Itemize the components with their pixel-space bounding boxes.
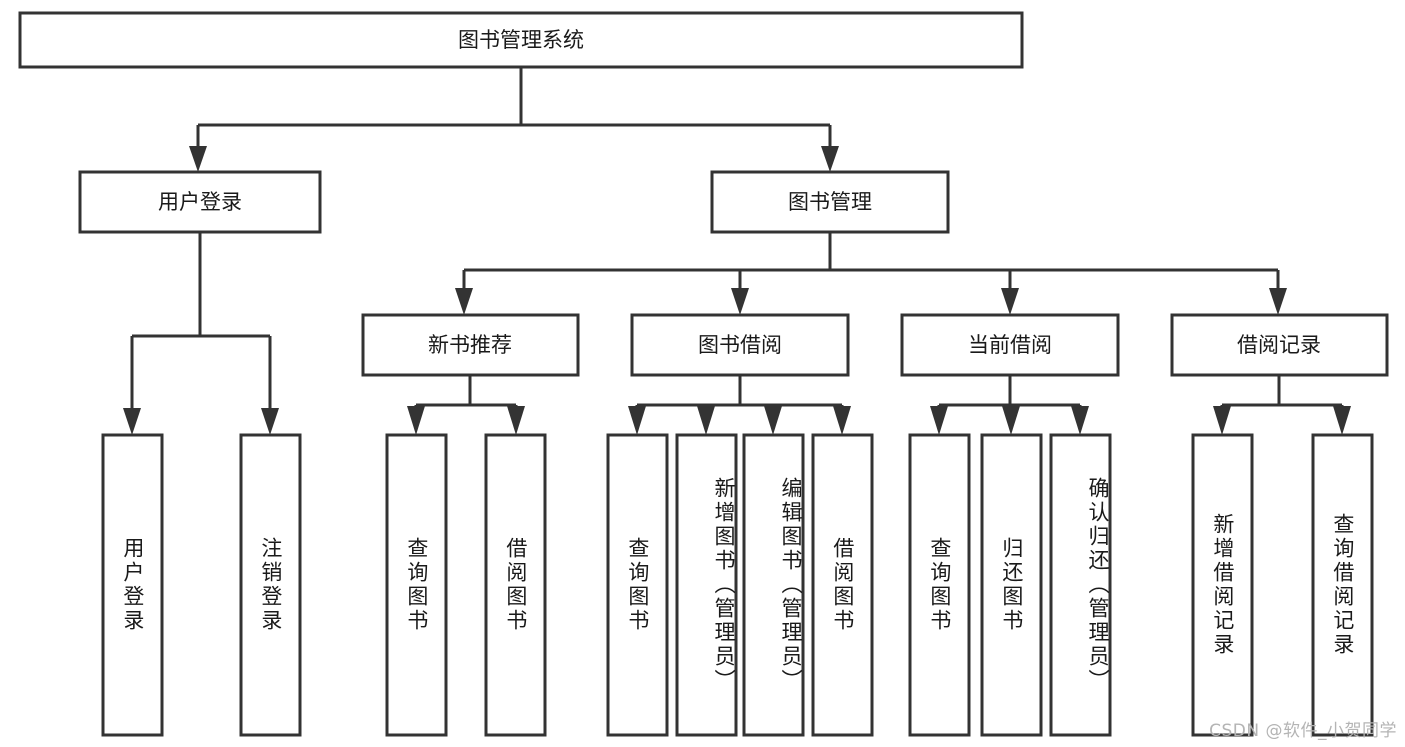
- node-leaf-query-book-current-box[interactable]: [908, 433, 971, 737]
- arrow-head-book-borrow: [731, 288, 749, 315]
- node-book-borrow[interactable]: 图书借阅: [630, 313, 850, 377]
- arrow-head-borrow-record: [1269, 288, 1287, 315]
- node-leaf-user-login-box[interactable]: [101, 433, 164, 737]
- connector-group-book-borrow-to-leaves: [628, 375, 851, 435]
- arrow-head-user-login: [189, 146, 207, 172]
- node-root[interactable]: 图书管理系统: [18, 11, 1024, 69]
- arrow-head-book-manage: [821, 146, 839, 172]
- node-leaf-query-book-recommend-box[interactable]: [385, 433, 448, 737]
- node-root-box: [18, 11, 1024, 69]
- node-leaf-user-logout-box[interactable]: [239, 433, 302, 737]
- node-leaf-edit-book-box[interactable]: [742, 433, 805, 737]
- node-root-label: 图书管理系统: [458, 28, 584, 52]
- arrow-head-leaf-query-borrow-record: [1333, 406, 1351, 435]
- node-borrow-record[interactable]: 借阅记录: [1170, 313, 1389, 377]
- node-book-manage[interactable]: 图书管理: [710, 170, 950, 234]
- node-borrow-record-box: [1170, 313, 1389, 377]
- node-leaf-add-book-box[interactable]: [675, 433, 738, 737]
- node-leaf-confirm-return-box[interactable]: [1049, 433, 1112, 737]
- node-borrow-record-label: 借阅记录: [1237, 333, 1321, 357]
- arrow-head-leaf-return-book: [1002, 406, 1020, 435]
- csdn-watermark: CSDN @软件_小贺同学: [1209, 721, 1397, 741]
- arrow-head-current-borrow: [1001, 288, 1019, 315]
- arrow-head-leaf-user-login: [123, 408, 141, 435]
- arrow-head-leaf-query-book-recommend: [407, 406, 425, 435]
- arrow-head-leaf-add-book: [697, 406, 715, 435]
- connector-group-new-book-recommend-to-leaves: [407, 375, 525, 435]
- arrow-head-leaf-query-book-current: [930, 406, 948, 435]
- arrow-head-leaf-edit-book: [764, 406, 782, 435]
- arrow-head-leaf-add-borrow-record: [1213, 406, 1231, 435]
- arrow-head-leaf-borrow-book: [833, 406, 851, 435]
- node-current-borrow-label: 当前借阅: [968, 333, 1052, 357]
- node-user-login-box: [78, 170, 322, 234]
- node-book-borrow-box: [630, 313, 850, 377]
- node-book-borrow-label: 图书借阅: [698, 333, 782, 357]
- arrow-head-leaf-query-book-borrow: [628, 406, 646, 435]
- node-new-book-recommend-box: [361, 313, 580, 377]
- arrow-head-new-book-recommend: [455, 288, 473, 315]
- node-user-login[interactable]: 用户登录: [78, 170, 322, 234]
- node-leaf-borrow-book-recommend-box[interactable]: [484, 433, 547, 737]
- node-user-login-label: 用户登录: [158, 190, 242, 214]
- connector-group-borrow-record-to-leaves: [1213, 375, 1351, 435]
- node-leaf-query-book-borrow-box[interactable]: [606, 433, 669, 737]
- node-book-manage-box: [710, 170, 950, 234]
- node-leaf-borrow-book-box[interactable]: [811, 433, 874, 737]
- connector-group-user-login-to-leaves: [123, 232, 279, 435]
- node-leaf-query-borrow-record-box[interactable]: [1311, 433, 1374, 737]
- node-current-borrow[interactable]: 当前借阅: [900, 313, 1120, 377]
- node-current-borrow-box: [900, 313, 1120, 377]
- node-new-book-recommend-label: 新书推荐: [428, 333, 512, 357]
- arrow-head-leaf-user-logout: [261, 408, 279, 435]
- node-leaf-return-book-box[interactable]: [980, 433, 1043, 737]
- arrow-head-leaf-confirm-return: [1071, 406, 1089, 435]
- connector-group-current-borrow-to-leaves: [930, 375, 1089, 435]
- node-leaf-add-borrow-record-box[interactable]: [1191, 433, 1254, 737]
- leaf-boxes: [101, 433, 1374, 737]
- node-book-manage-label: 图书管理: [788, 190, 872, 214]
- arrow-head-leaf-borrow-book-recommend: [507, 406, 525, 435]
- connector-group-book-manage-to-level2: [455, 232, 1287, 315]
- node-new-book-recommend[interactable]: 新书推荐: [361, 313, 580, 377]
- connector-group-root-to-level1: [189, 67, 839, 172]
